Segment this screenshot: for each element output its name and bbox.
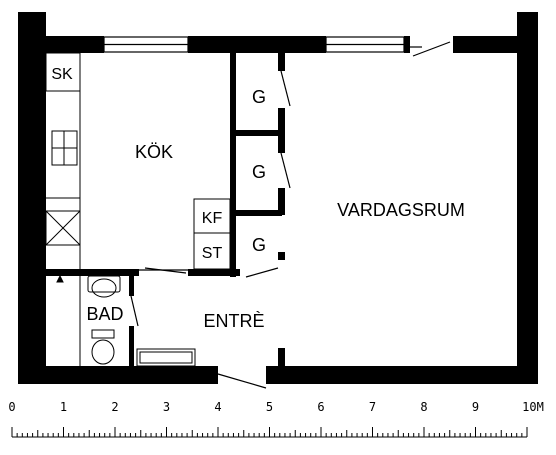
right-wall: [517, 12, 538, 384]
scale-label: 5: [266, 400, 273, 414]
bottom-wall-segment: [18, 366, 218, 384]
room-label-closet-2: G: [252, 162, 266, 182]
bath-marker: [56, 274, 64, 283]
scale-label: 6: [317, 400, 324, 414]
scale-labels: 0 1 2 3 4 5 6 7 8 9 10M: [8, 400, 543, 414]
room-label-bath: BAD: [86, 304, 123, 324]
bath-partition: [129, 326, 134, 366]
kitchen-fixtures: [45, 52, 231, 270]
room-label-kitchen: KÖK: [135, 142, 173, 162]
kitchen-bottom-wall: [38, 269, 139, 276]
room-label-living: VARDAGSRUM: [337, 200, 465, 220]
room-label-closet-3: G: [252, 235, 266, 255]
fixture-label-sink: SK: [51, 66, 73, 83]
closet-wall: [278, 252, 285, 260]
exterior-walls: [18, 12, 538, 384]
scale-bar: [11, 427, 528, 438]
entry-cabinet: [136, 348, 196, 367]
top-wall-segment: [453, 36, 517, 53]
scale-label: 7: [369, 400, 376, 414]
room-label-closet-1: G: [252, 87, 266, 107]
closet-wall: [278, 188, 285, 215]
scale-label: 3: [163, 400, 170, 414]
top-wall-segment: [46, 36, 104, 53]
toilet-bowl: [91, 339, 115, 365]
kitchen-bottom-wall: [188, 269, 240, 276]
scale-label: 10M: [522, 400, 544, 414]
scale-label: 0: [8, 400, 15, 414]
kitchen-partition: [230, 53, 236, 277]
fixture-label-fridge: KF: [202, 210, 223, 227]
scale-label: 1: [60, 400, 67, 414]
fixture-label-stove: ST: [202, 245, 223, 262]
top-wall-segment: [404, 36, 410, 53]
stove-unit: [193, 232, 231, 270]
interior-walls: [38, 53, 285, 366]
scale-label: 8: [420, 400, 427, 414]
room-label-entry: ENTRÈ: [203, 311, 264, 331]
entry-stub: [278, 348, 285, 366]
balcony-door: [410, 41, 451, 57]
door-swings: [130, 70, 291, 389]
washbasin: [87, 275, 121, 293]
scale-label: 9: [472, 400, 479, 414]
windows: [103, 36, 405, 53]
closet-divider: [236, 210, 282, 216]
closet-wall: [278, 53, 285, 71]
scale-label: 2: [111, 400, 118, 414]
toilet-tank: [91, 329, 115, 339]
left-wall: [18, 12, 46, 384]
stove-top: [45, 210, 81, 246]
bathroom-fixtures: [37, 274, 121, 366]
scale-label: 4: [214, 400, 221, 414]
bottom-wall-segment: [266, 366, 538, 384]
bath-partition: [129, 276, 134, 296]
closet-divider: [236, 130, 282, 136]
top-wall-segment: [188, 36, 326, 53]
